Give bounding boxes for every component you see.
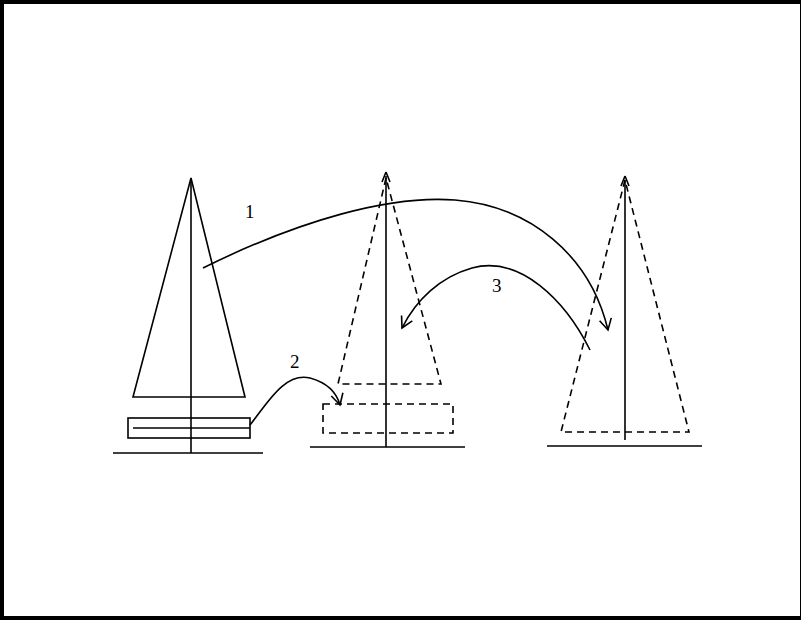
callout-number: 2 (289, 352, 301, 371)
figures (113, 172, 702, 453)
callout-number: 3 (491, 276, 503, 295)
callout-number: 1 (244, 202, 256, 221)
